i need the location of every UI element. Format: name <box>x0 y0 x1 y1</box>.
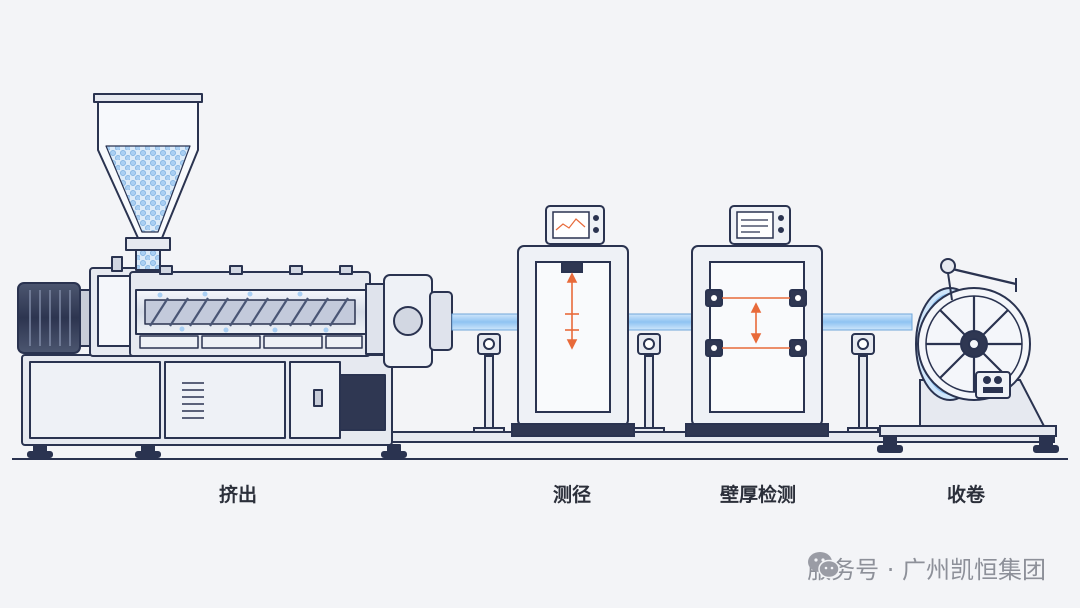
watermark: 服务号 · 广州凯恒集团 <box>807 550 1046 585</box>
roller-support <box>633 333 665 437</box>
stage-label-winding: 收卷 <box>946 484 986 506</box>
stage-label-wall-thickness: 壁厚检测 <box>719 484 797 506</box>
hopper <box>93 93 203 272</box>
wechat-icon <box>808 552 840 579</box>
gearbox-lower <box>339 374 386 431</box>
roller-support <box>847 333 879 437</box>
diameter-measure-beam <box>565 272 579 350</box>
wall-thickness-gauge <box>685 205 829 437</box>
thickness-measure-lines <box>722 297 790 349</box>
winder <box>877 258 1059 453</box>
winder-control-box <box>975 371 1011 399</box>
extruder <box>17 93 453 458</box>
stage-label-extrusion: 挤出 <box>218 484 258 506</box>
roller-support <box>473 333 505 437</box>
diameter-gauge <box>511 205 635 437</box>
stage-label-diameter: 测径 <box>552 484 592 506</box>
control-cabinet <box>164 361 286 439</box>
plastic-pellets <box>105 145 191 233</box>
watermark-text: 服务号 · 广州凯恒集团 <box>807 556 1046 584</box>
